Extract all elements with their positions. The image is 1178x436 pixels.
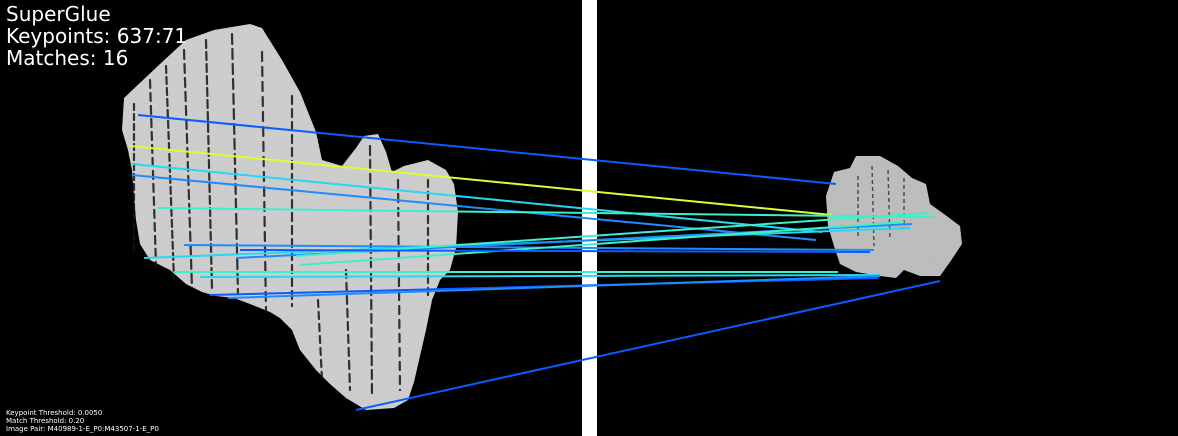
match-line <box>295 212 929 257</box>
match-threshold-label: Match Threshold: 0.20 <box>6 417 85 425</box>
match-line <box>227 275 881 299</box>
method-name: SuperGlue <box>6 2 111 26</box>
keypoint-threshold-label: Keypoint Threshold: 0.0050 <box>6 409 103 417</box>
match-line <box>131 163 823 233</box>
match-line <box>355 280 941 411</box>
match-line <box>199 274 881 278</box>
left-fragment-image <box>122 24 458 410</box>
footer-overlay: Keypoint Threshold: 0.0050 Match Thresho… <box>6 409 159 433</box>
match-lines <box>129 114 941 411</box>
match-line <box>239 249 871 253</box>
matches-count: Matches: 16 <box>6 46 129 70</box>
match-line <box>129 145 833 216</box>
match-line <box>157 207 935 218</box>
match-line <box>183 244 875 251</box>
header-overlay: SuperGlue Keypoints: 637:71 Matches: 16 <box>6 3 187 69</box>
keypoints-count: Keypoints: 637:71 <box>6 24 188 48</box>
image-pair-label: Image Pair: M40989-1-E_P0:M43507-1-E_P0 <box>6 425 159 433</box>
match-line <box>137 114 837 185</box>
match-line <box>299 221 905 266</box>
